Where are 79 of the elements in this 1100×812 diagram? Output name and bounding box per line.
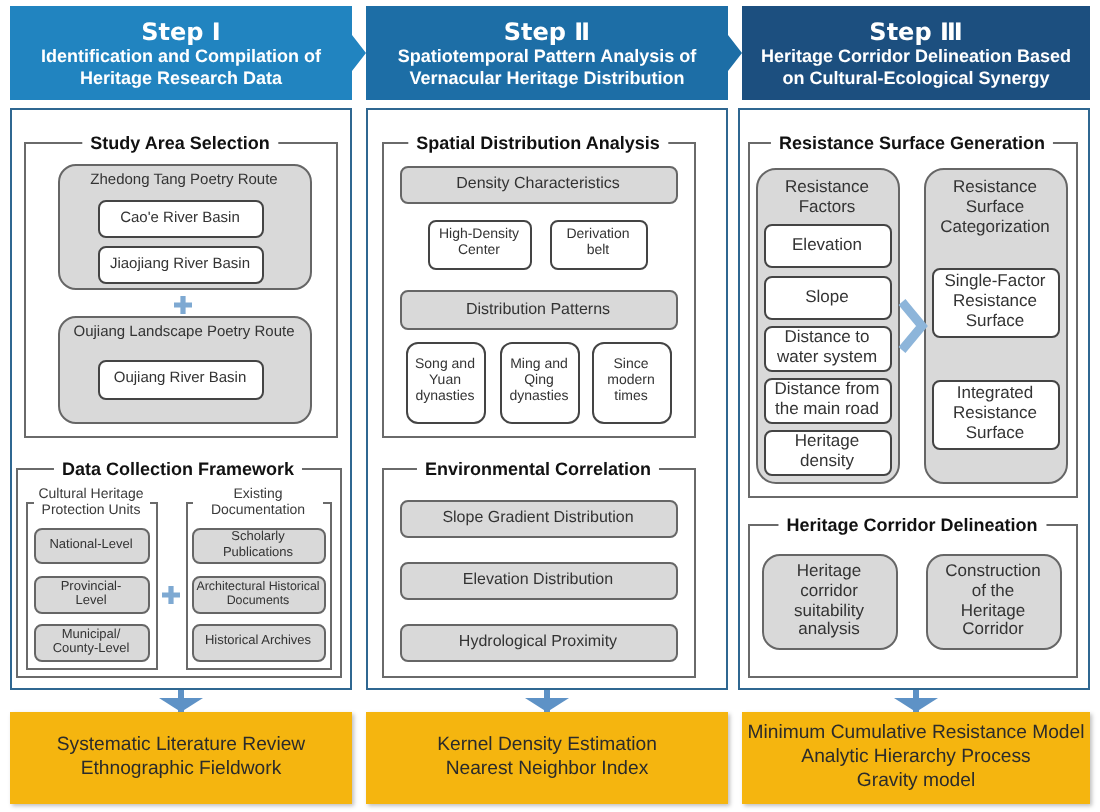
item-box <box>931 379 1059 449</box>
item-label: Slope <box>805 287 849 307</box>
step-banner <box>742 6 1090 100</box>
item-box <box>499 341 579 423</box>
method-label: Analytic Hierarchy Process <box>801 746 1031 770</box>
item-label: Construction of the Heritage Corridor <box>943 561 1043 641</box>
group-title: Resistance Factors <box>782 175 872 216</box>
section-title: Spatial Distribution Analysis <box>408 132 668 154</box>
item-box <box>33 527 149 563</box>
item-label: Elevation Distribution <box>462 570 614 590</box>
step-title: Heritage Corridor Delineation Based on Cultural-Ecological Synergy <box>758 46 1074 88</box>
step-number: Step Ⅱ <box>503 18 591 46</box>
item-label: Heritage density <box>792 432 862 472</box>
item-box <box>763 275 891 319</box>
step-title: Spatiotemporal Pattern Analysis of Vernacular Heritage Distribution <box>395 46 699 88</box>
step-panel <box>366 108 728 690</box>
item-box <box>191 527 325 563</box>
item-box <box>925 553 1061 649</box>
item-box <box>399 289 677 329</box>
step-banner <box>366 6 742 100</box>
item-box <box>33 575 149 613</box>
group-box <box>755 167 899 483</box>
item-box <box>399 561 677 599</box>
item-box <box>763 377 891 423</box>
step-number: Step Ⅰ <box>141 18 221 46</box>
method-label: Gravity model <box>856 770 976 794</box>
step-number: Step Ⅲ <box>869 18 963 46</box>
item-box <box>33 623 149 661</box>
item-box <box>427 219 531 269</box>
group-box <box>57 163 311 289</box>
method-label: Nearest Neighbor Index <box>445 758 649 782</box>
step-panel <box>10 108 352 690</box>
item-label: Integrated Resistance Surface <box>950 384 1040 444</box>
item-box <box>191 623 325 661</box>
item-box <box>763 429 891 475</box>
item-box <box>931 267 1059 337</box>
section-title: Study Area Selection <box>82 132 278 154</box>
item-box <box>763 223 891 267</box>
item-label: Slope Gradient Distribution <box>442 508 634 528</box>
step-title: Identification and Compilation of Heritage Research Data <box>39 46 323 88</box>
item-box <box>97 245 263 283</box>
item-label: Distance from the main road <box>772 380 882 420</box>
item-box <box>399 165 677 203</box>
step-banner <box>10 6 366 100</box>
item-box <box>763 325 891 371</box>
block-arrow <box>894 690 938 712</box>
item-label: Density Characteristics <box>456 174 620 194</box>
group-title: Resistance Surface Categorization <box>938 175 1052 236</box>
item-label: Heritage corridor suitability analysis <box>792 561 866 641</box>
item-label: Single-Factor Resistance Surface <box>942 272 1048 332</box>
item-box <box>97 359 263 399</box>
item-label: Distribution Patterns <box>465 299 611 319</box>
item-box <box>591 341 671 423</box>
item-box <box>399 623 677 661</box>
group-box <box>57 315 311 423</box>
section-title: Resistance Surface Generation <box>770 132 1054 154</box>
step-panel <box>738 108 1090 690</box>
item-box <box>97 199 263 237</box>
chevron-arrow <box>898 299 928 353</box>
section-title: Heritage Corridor Delineation <box>778 514 1046 536</box>
method-label: Kernel Density Estimation <box>437 734 657 758</box>
method-box <box>10 712 352 804</box>
method-label: Ethnographic Fieldwork <box>80 758 282 782</box>
item-box <box>761 553 897 649</box>
item-box <box>399 499 677 537</box>
item-box <box>405 341 485 423</box>
item-label: Elevation <box>792 235 862 255</box>
method-label: Minimum Cumulative Resistance Model <box>747 722 1085 746</box>
section-title: Data Collection Framework <box>53 458 303 480</box>
group-box <box>923 167 1067 483</box>
section-title: Environmental Correlation <box>416 458 660 480</box>
method-box <box>742 712 1090 804</box>
block-arrow <box>525 690 569 712</box>
block-arrow <box>159 690 203 712</box>
method-label: Systematic Literature Review <box>56 734 306 758</box>
item-label: Hydrological Proximity <box>458 632 618 652</box>
item-label: Distance to water system <box>774 328 880 368</box>
method-box <box>366 712 728 804</box>
item-box <box>549 219 647 269</box>
